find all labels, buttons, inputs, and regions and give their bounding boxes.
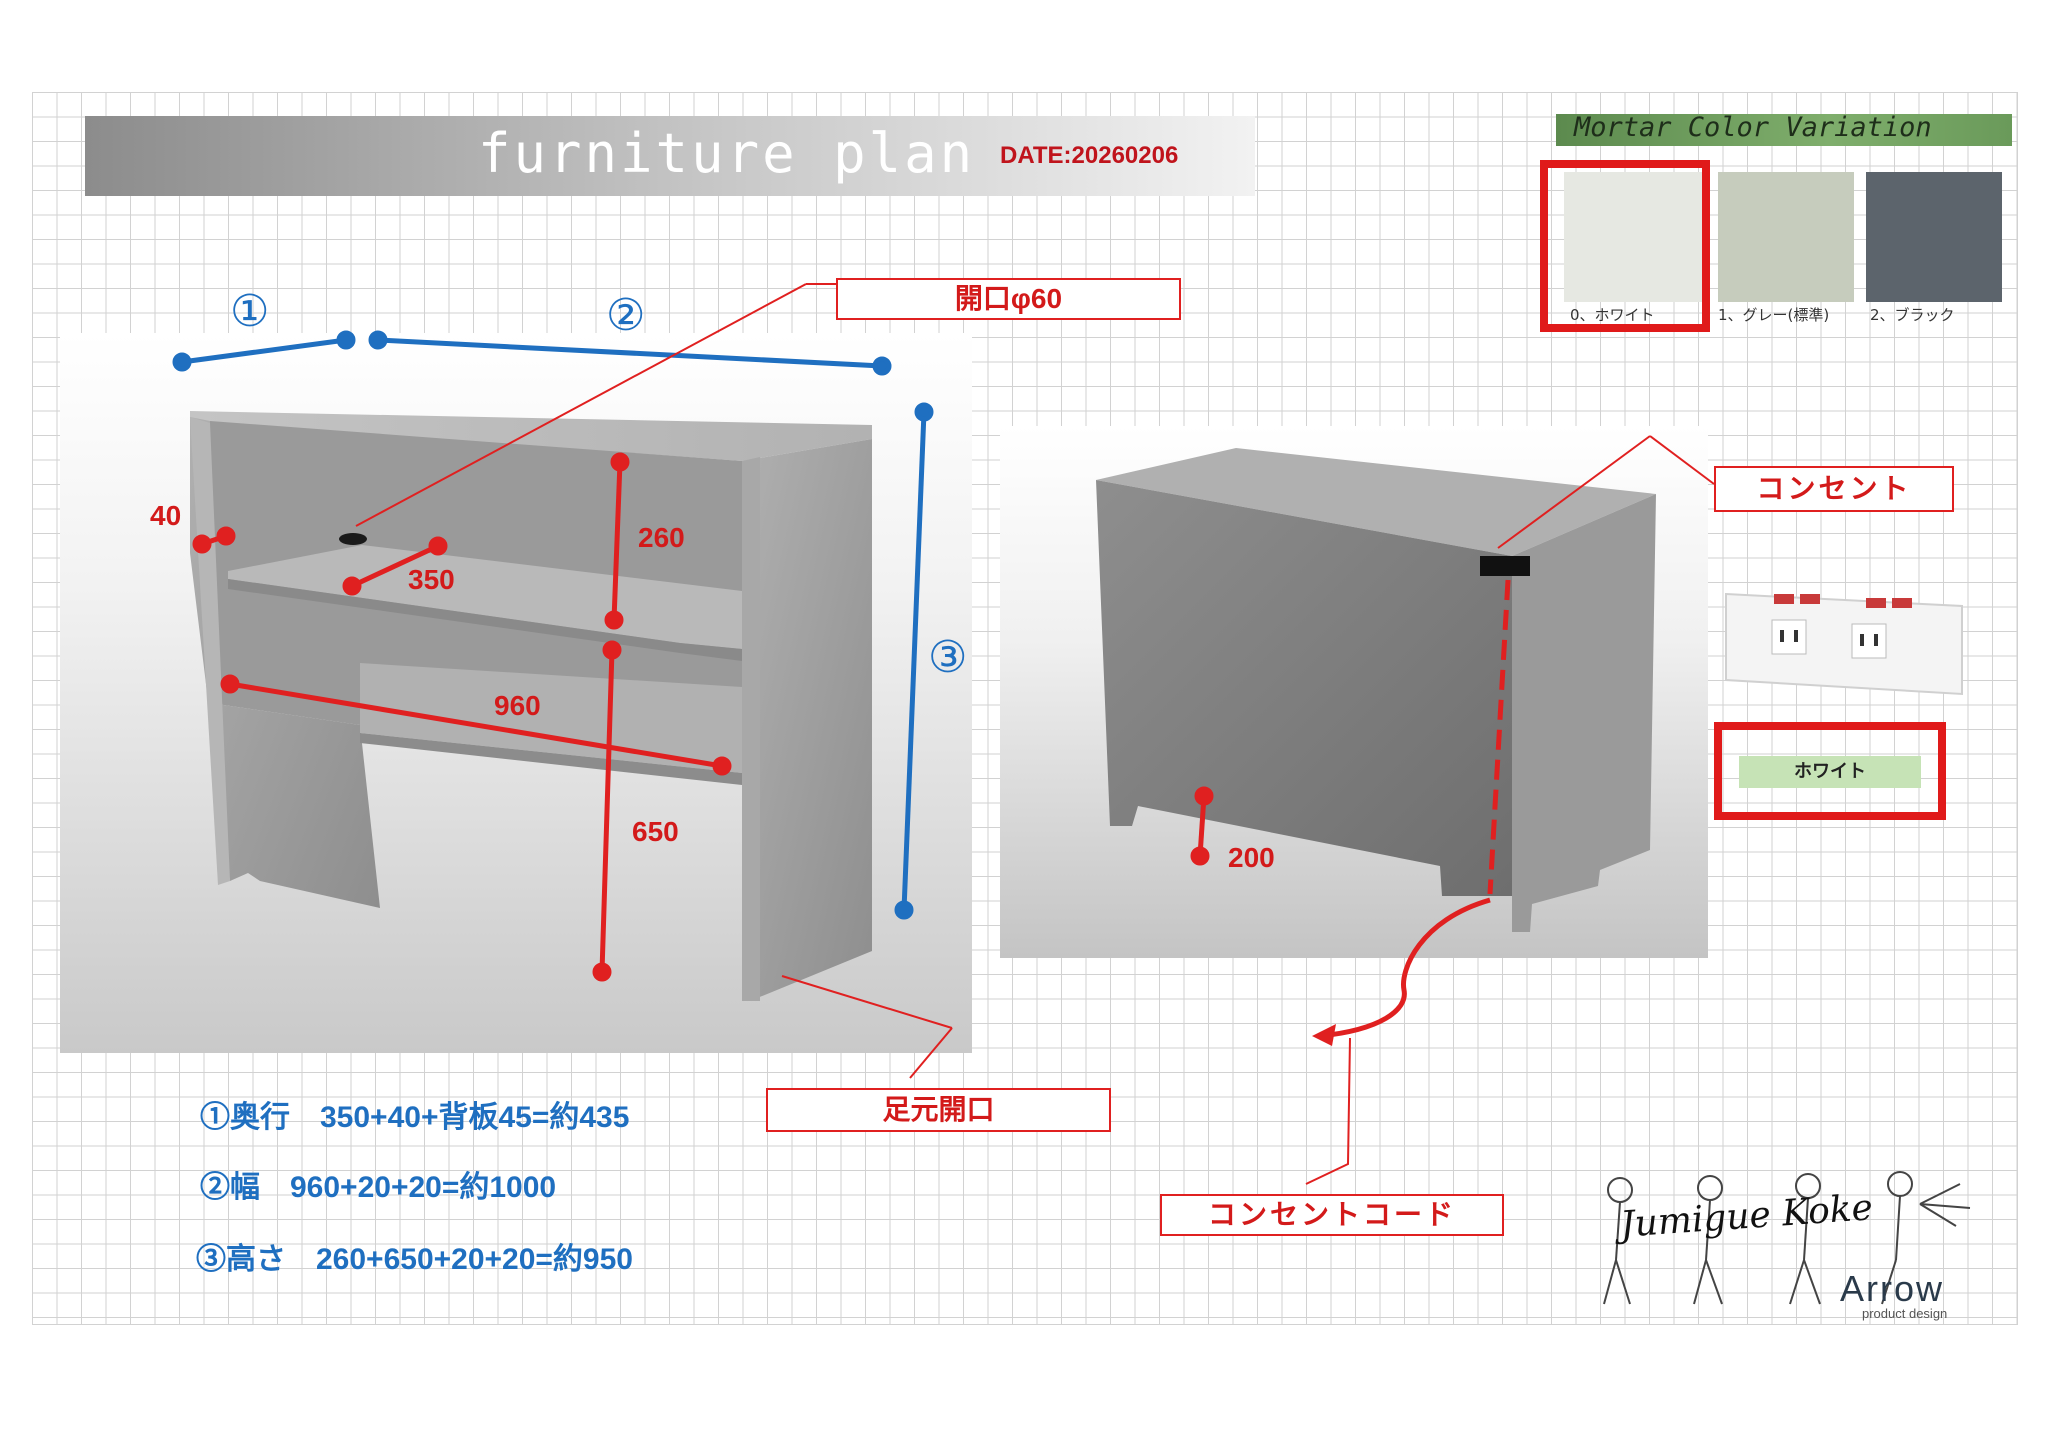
swatch-white-selected-frame	[1540, 160, 1710, 332]
callout-outlet-cord: コンセントコード	[1160, 1194, 1504, 1236]
red-dimensions	[192, 452, 1214, 982]
swatch-gray[interactable]	[1718, 172, 1854, 302]
outlet-cord-path	[1487, 579, 1511, 895]
mortar-heading: Mortar Color Variation	[1574, 112, 1932, 143]
right-side-panel	[742, 439, 872, 1001]
outlet-color-frame	[1714, 722, 1946, 820]
rear-top	[1096, 448, 1656, 556]
circled-label-depth: ①	[230, 286, 270, 337]
page-title: furniture plan	[478, 122, 976, 185]
dim-350: 350	[408, 564, 455, 595]
counter-top	[190, 411, 872, 461]
cable-grommet	[339, 533, 367, 545]
rear-right-side	[1512, 494, 1656, 932]
outlet-color-label: ホワイト	[1739, 756, 1921, 788]
logo-subtitle: product design	[1862, 1306, 1948, 1321]
spec-height: ③高さ 260+650+20+20=約950	[196, 1243, 633, 1276]
circled-label-height: ③	[928, 632, 968, 683]
callout-leaders	[355, 283, 1715, 1185]
logo-sketch	[1603, 1171, 1971, 1305]
dim-260: 260	[638, 522, 685, 553]
swatch-white[interactable]	[1564, 172, 1704, 302]
circled-label-width: ②	[606, 290, 646, 341]
spec-width: ②幅 960+20+20=約1000	[200, 1171, 557, 1204]
logo-brand: Arrow	[1840, 1268, 1945, 1309]
callout-opening: 開口φ60	[836, 278, 1181, 320]
dim-40: 40	[150, 500, 182, 531]
left-side-panel	[190, 417, 380, 908]
callout-outlet: コンセント	[1714, 466, 1954, 512]
dim-960: 960	[494, 690, 541, 721]
dim-200: 200	[1228, 842, 1275, 873]
title-bar	[85, 116, 1255, 196]
date-label: DATE:20260206	[1000, 142, 1179, 169]
brand-logo	[1560, 1164, 2000, 1316]
swatch-black[interactable]	[1866, 172, 2002, 302]
blue-dimensions	[172, 330, 934, 920]
swatch-label-black: 2、ブラック	[1870, 306, 1955, 324]
mortar-heading-bar	[1556, 114, 2012, 146]
spec-depth: ①奥行 350+40+背板45=約435	[200, 1101, 630, 1134]
outlet-cord-curve	[1319, 897, 1491, 1039]
dim-650: 650	[632, 816, 679, 847]
callout-foot-opening: 足元開口	[766, 1088, 1111, 1132]
rear-outlet-box	[1480, 556, 1530, 576]
swatch-label-gray: 1、グレー(標準)	[1718, 306, 1830, 324]
swatch-label-white: 0、ホワイト	[1570, 306, 1655, 324]
